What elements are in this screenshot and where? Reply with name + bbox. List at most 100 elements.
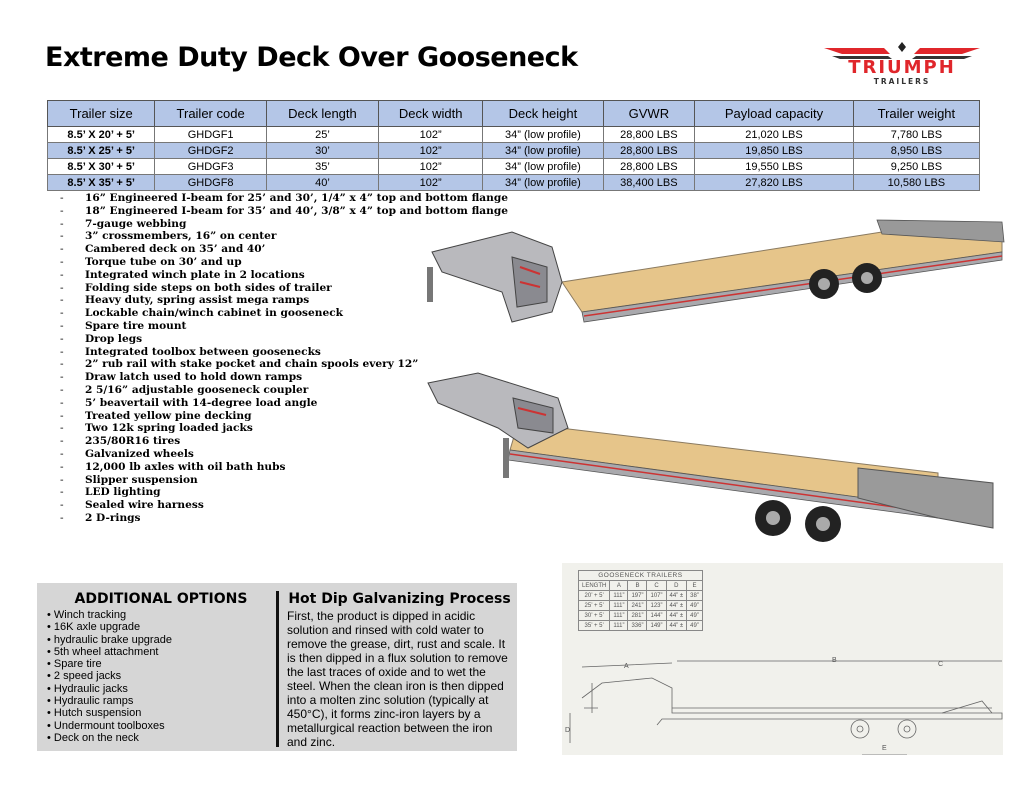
feature-item: -Drop legs [60,333,508,346]
diagram-cell: 107” [646,590,667,601]
table-cell: 28,800 LBS [602,126,696,143]
feature-text: Treated yellow pine decking [85,409,252,422]
options-list: Winch tracking16K axle upgradehydraulic … [47,609,275,744]
diagram-caption: GOOSENECK TRAILERS [578,570,703,581]
diagram-header-cell: C [646,580,667,591]
table-cell: 34” (low profile) [482,174,604,191]
dash-bullet: - [60,281,64,294]
dash-bullet: - [60,422,64,435]
table-cell: 35’ [265,158,380,175]
options-title: ADDITIONAL OPTIONS [74,591,248,607]
diagram-header-cell: LENGTH [577,580,611,591]
diagram-cell: 44” ± [665,600,688,611]
feature-text: Heavy duty, spring assist mega ramps [85,294,310,307]
table-cell: 34” (low profile) [482,142,604,159]
table-cell: 8,950 LBS [852,142,981,159]
dash-bullet: - [60,268,64,281]
table-cell: 19,550 LBS [694,158,854,175]
table-cell: 9,250 LBS [852,158,981,175]
dash-bullet: - [60,192,64,204]
diagram-cell: 30’ + 5’ [577,610,611,621]
table-cell: 28,800 LBS [602,158,696,175]
divider [276,591,279,747]
feature-item: - 7-gauge webbing [60,218,508,231]
option-item: 5th wheel attachment [47,646,275,658]
dash-bullet: - [60,371,64,384]
dim-label-d: D [565,727,571,734]
dash-bullet: - [60,255,64,268]
column-header: GVWR [602,100,696,127]
feature-text: 3” crossmembers, 16” on center [85,230,277,243]
feature-item: - Heavy duty, spring assist mega ramps [60,294,508,307]
diagram-cell: 111” [609,590,629,601]
dash-bullet: - [60,447,64,460]
table-cell: 38,400 LBS [602,174,696,191]
feature-list: -16” Engineered I-beam for 25’ and 30’, … [60,192,508,525]
diagram-row: 25’ + 5’111”241”123”44” ±49” [577,600,703,611]
diagram-cell: 44” ± [665,620,688,631]
feature-item: -16” Engineered I-beam for 25’ and 30’, … [60,192,508,205]
option-item: 16K axle upgrade [47,621,275,633]
table-cell: 10,580 LBS [852,174,981,191]
feature-item: -2 D-rings [60,512,508,525]
dim-label-b: B [832,657,837,664]
option-item: Undermount toolboxes [47,720,275,732]
column-header: Deck width [378,100,484,127]
diagram-cell: 25’ + 5’ [577,600,611,611]
dash-bullet: - [60,460,64,473]
table-cell: 40’ [265,174,380,191]
dash-bullet: - [60,217,64,230]
feature-item: -Galvanized wheels [60,448,508,461]
table-cell: 27,820 LBS [694,174,854,191]
trailer-image-top [427,219,1005,323]
table-cell: GHDGF3 [154,158,267,175]
feature-text: LED lighting [85,486,161,499]
feature-text: 235/80R16 tires [85,435,181,448]
dash-bullet: - [60,294,64,307]
svg-text:TRIUMPH: TRIUMPH [848,57,956,78]
dash-bullet: - [60,486,64,499]
diagram-cell: 49” [686,610,703,621]
feature-item: -3” crossmembers, 16” on center [60,230,508,243]
feature-item: -Slipper suspension [60,474,508,487]
diagram-row: 35’ + 5’111”336”149”44” ±49” [577,620,703,631]
feature-item: -Cambered deck on 35’ and 40’ [60,243,508,256]
dash-bullet: - [60,243,64,256]
diagram-cell: 111” [609,600,629,611]
diagram-header-cell: A [609,580,629,591]
diagram-header-cell: B [627,580,648,591]
feature-text: Spare tire mount [85,319,187,332]
option-item: Hutch suspension [47,707,275,719]
feature-item: -Torque tube on 30’ and up [60,256,508,269]
trailer-side-drawing [569,660,1003,755]
column-header: Trailer code [154,100,267,127]
diagram-cell: 111” [609,620,629,631]
feature-item: -235/80R16 tires [60,435,508,448]
dash-bullet: - [60,409,64,422]
option-item: Hydraulic ramps [47,695,275,707]
dash-bullet: - [60,396,64,409]
dim-label-c: C [938,661,944,668]
diagram-cell: 241” [627,600,648,611]
diagram-cell: 197” [627,590,648,601]
feature-item: -18” Engineered I-beam for 35’ and 40’, … [60,205,508,218]
table-cell: 8.5’ X 35’ + 5’ [46,174,156,191]
feature-text: Sealed wire harness [85,499,204,512]
diagram-cell: 49” [686,600,703,611]
feature-text: 7-gauge webbing [85,217,187,230]
option-item: Hydraulic jacks [47,683,275,695]
feature-text: 2 D-rings [85,511,141,524]
feature-item: -Folding side steps on both sides of tra… [60,282,508,295]
column-header: Deck height [482,100,604,127]
feature-text: 2” rub rail with stake pocket and chain … [85,358,419,371]
table-cell: 8.5’ X 30’ + 5’ [46,158,156,175]
galvanizing-text: First, the product is dipped in acidic s… [287,609,508,749]
spec-table: Trailer size Trailer code Deck length De… [46,100,981,191]
feature-item: -Integrated winch plate in 2 locations [60,269,508,282]
